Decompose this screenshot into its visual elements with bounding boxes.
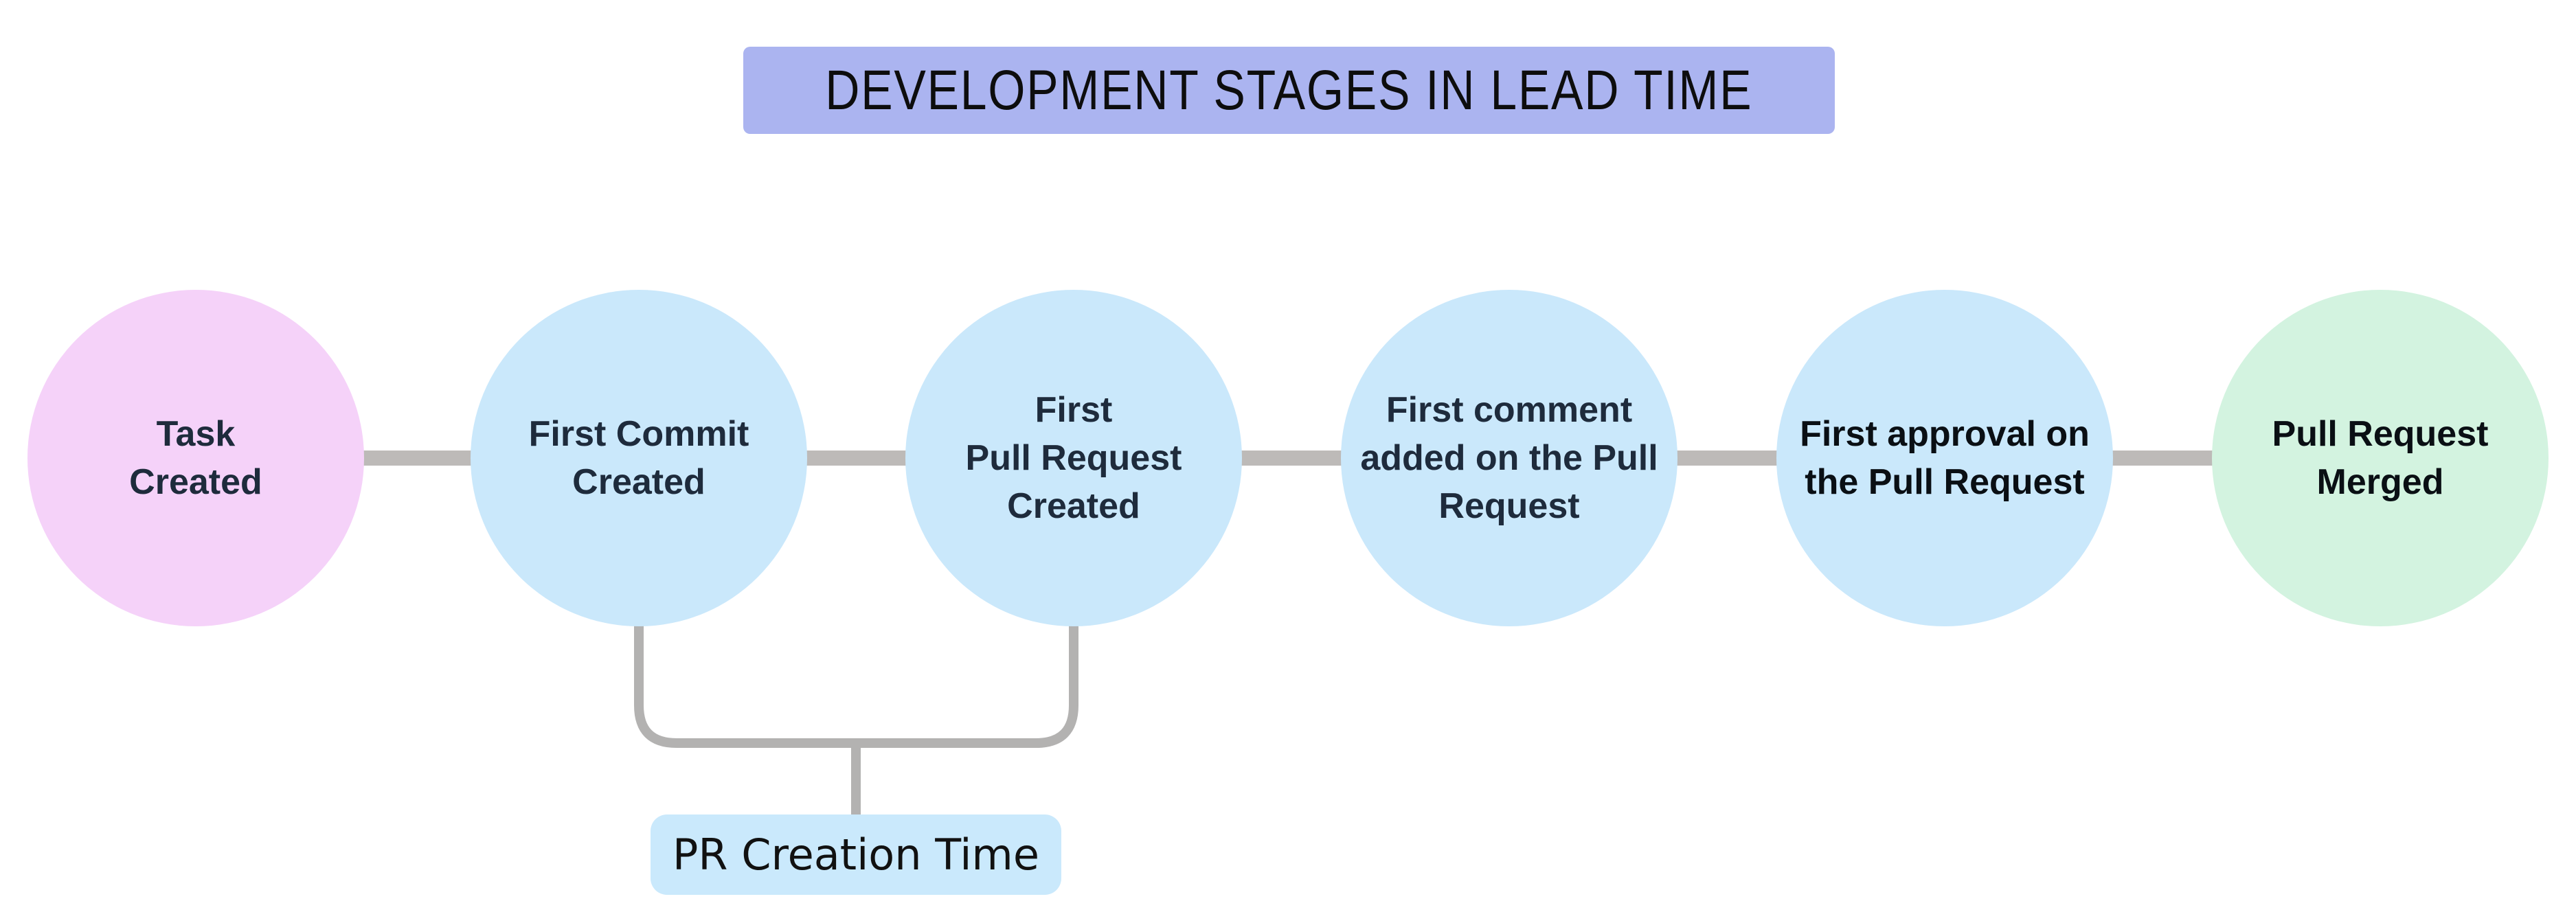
stage-label-line: Merged — [2316, 462, 2444, 502]
stage-label-line: Task — [156, 414, 236, 454]
pr-creation-time-text: PR Creation Time — [673, 830, 1039, 880]
pr-creation-time-label: PR Creation Time — [651, 814, 1061, 895]
stage-node-first-comment-added: First comment added on the Pull Request — [1341, 290, 1677, 626]
stage-label-line: First approval on — [1800, 414, 2090, 454]
stage-label-line: Created — [572, 462, 705, 502]
stage-label-line: Pull Request — [2272, 414, 2489, 454]
stage-label-line: Pull Request — [965, 438, 1182, 478]
stage-label: First Commit Created — [529, 410, 749, 506]
stage-label-line: Created — [1007, 486, 1140, 526]
stage-node-first-approval: First approval on the Pull Request — [1776, 290, 2113, 626]
stage-label: First approval on the Pull Request — [1800, 410, 2090, 506]
stage-label: First Pull Request Created — [966, 386, 1182, 530]
bracket-curve — [634, 608, 1078, 748]
title-banner: DEVELOPMENT STAGES IN LEAD TIME — [743, 47, 1835, 134]
stage-label-line: Created — [129, 462, 262, 502]
stage-label-line: Request — [1438, 486, 1580, 526]
stage-label-line: First — [1035, 390, 1113, 430]
stage-label-line: the Pull Request — [1805, 462, 2085, 502]
stage-label: First comment added on the Pull Request — [1360, 386, 1658, 530]
stage-label-line: First Commit — [528, 414, 749, 454]
stage-label-line: added on the Pull — [1360, 438, 1658, 478]
stage-node-first-pull-request-created: First Pull Request Created — [905, 290, 1242, 626]
stage-label: Task Created — [129, 410, 262, 506]
stage-label-line: First comment — [1386, 390, 1633, 430]
stage-node-task-created: Task Created — [27, 290, 364, 626]
page-title: DEVELOPMENT STAGES IN LEAD TIME — [825, 58, 1753, 122]
stage-node-first-commit-created: First Commit Created — [471, 290, 807, 626]
stage-label: Pull Request Merged — [2272, 410, 2489, 506]
stage-node-pull-request-merged: Pull Request Merged — [2212, 290, 2549, 626]
